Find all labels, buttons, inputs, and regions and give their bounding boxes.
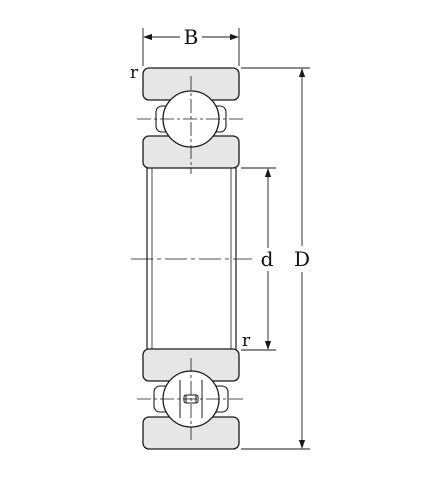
top-section bbox=[137, 67, 246, 174]
chamfer-label-inner: r bbox=[242, 331, 251, 351]
inner-diameter-label: d bbox=[261, 247, 274, 271]
dimension-width bbox=[142, 28, 240, 66]
dimension-inner-diameter bbox=[241, 167, 276, 351]
bottom-section bbox=[137, 348, 246, 450]
dimension-outer-diameter bbox=[241, 67, 310, 450]
outer-diameter-label: D bbox=[294, 247, 310, 271]
width-label: B bbox=[184, 25, 199, 49]
chamfer-label-top: r bbox=[130, 63, 139, 83]
